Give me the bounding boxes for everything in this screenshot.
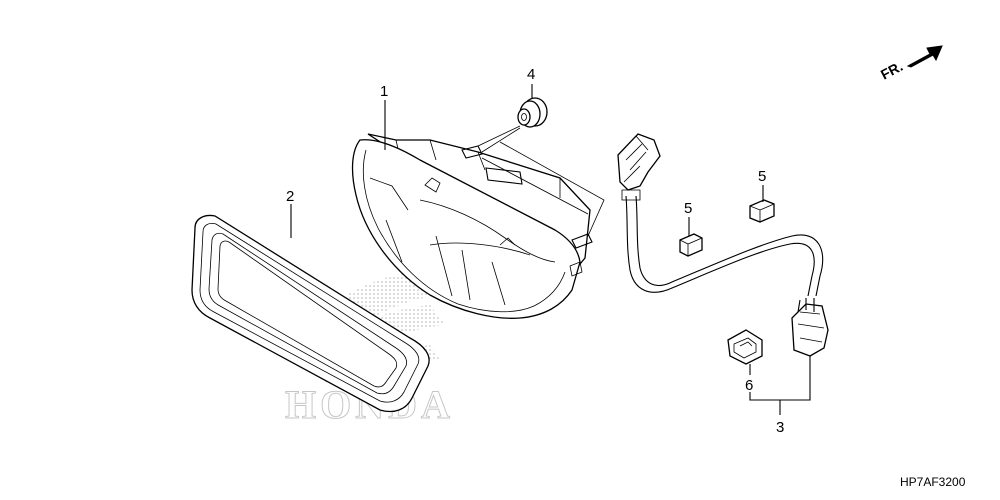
direction-arrow-icon (906, 45, 943, 68)
callout-1: 1 (380, 83, 388, 100)
drawing-code: HP7AF3200 (900, 475, 966, 489)
callout-5b: 5 (758, 168, 766, 185)
front-direction-indicator: FR. (878, 45, 943, 83)
part-2-gasket (191, 214, 430, 413)
callout-4: 4 (527, 66, 535, 83)
part-5-clip-a (679, 233, 703, 257)
part-6-band (727, 329, 763, 365)
callout-2: 2 (286, 188, 294, 205)
part-4-grommet (517, 97, 548, 128)
callout-5a: 5 (684, 200, 692, 217)
callout-3: 3 (776, 419, 784, 436)
part-3-harness (617, 133, 829, 357)
part-5-clip-b (749, 199, 775, 223)
callout-6: 6 (745, 377, 753, 394)
part-1-headlight (351, 133, 593, 319)
leader-lines (290, 84, 811, 415)
direction-label: FR. (878, 58, 905, 83)
